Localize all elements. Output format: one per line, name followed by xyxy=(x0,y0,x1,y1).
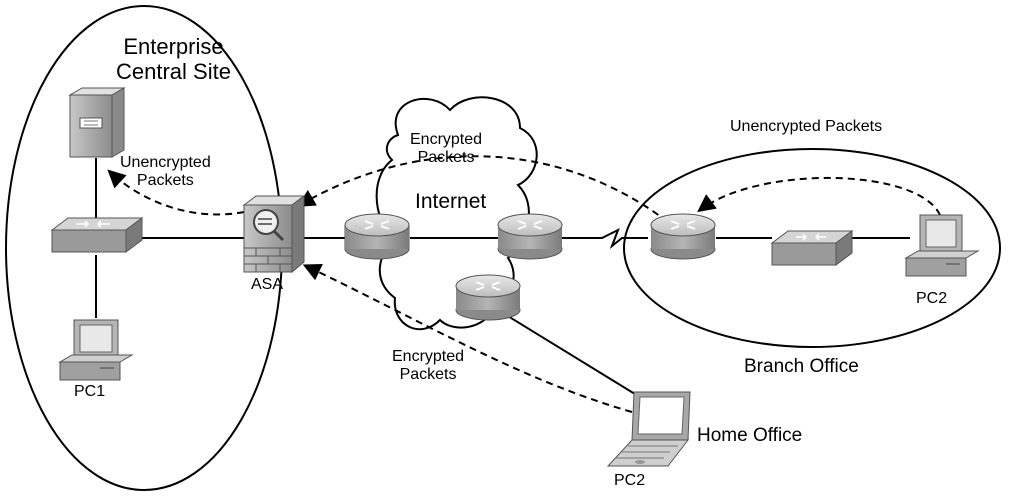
pc-icon-pc1 xyxy=(58,319,134,381)
flow-asa-to-server xyxy=(107,169,245,216)
flow-laptop-to-asa xyxy=(302,264,633,413)
encrypted-bottom-line2: Packets xyxy=(399,366,457,384)
encrypted-top-line1: Encrypted xyxy=(410,131,483,148)
branch-office-boundary xyxy=(623,148,1001,348)
router-icon-internet-right xyxy=(497,213,563,260)
encrypted-bottom-label: Encrypted Packets xyxy=(392,348,464,385)
enterprise-label-line1: Enterprise xyxy=(123,34,224,59)
server-icon xyxy=(68,87,126,158)
enterprise-label-line2: Central Site xyxy=(116,59,231,85)
unencrypted-left-line1: Unencrypted xyxy=(120,154,211,171)
home-office-label: Home Office xyxy=(697,425,803,446)
link-router2-branch-serial xyxy=(562,227,648,250)
flow-pc2-to-branch-router xyxy=(697,176,941,216)
pc-icon-branch-pc2 xyxy=(904,214,980,277)
link-router3-laptop xyxy=(497,309,649,403)
laptop-icon-home xyxy=(606,391,691,467)
asa-label: ASA xyxy=(251,276,284,293)
unencrypted-left-label: Unencrypted Packets xyxy=(120,154,211,191)
router-icon-branch xyxy=(650,213,716,260)
unencrypted-branch-label: Unencrypted Packets xyxy=(730,118,883,135)
enterprise-site-label: Enterprise Central Site xyxy=(116,34,231,85)
encrypted-top-label: Encrypted Packets xyxy=(410,131,482,168)
firewall-icon-asa xyxy=(242,195,306,274)
switch-icon-enterprise xyxy=(50,217,144,253)
internet-label: Internet xyxy=(415,190,487,213)
encrypted-top-line2: Packets xyxy=(417,149,475,167)
router-icon-internet-bottom xyxy=(455,274,521,321)
pc1-label: PC1 xyxy=(74,383,106,400)
router-icon-internet-left xyxy=(344,213,410,260)
encrypted-bottom-line1: Encrypted xyxy=(392,348,465,365)
pc2-branch-label: PC2 xyxy=(916,290,948,307)
unencrypted-left-line2: Packets xyxy=(136,172,194,190)
switch-icon-branch xyxy=(770,230,854,266)
pc2-home-label: PC2 xyxy=(614,472,646,489)
branch-office-label: Branch Office xyxy=(744,356,859,377)
flow-branch-to-asa xyxy=(296,155,669,223)
